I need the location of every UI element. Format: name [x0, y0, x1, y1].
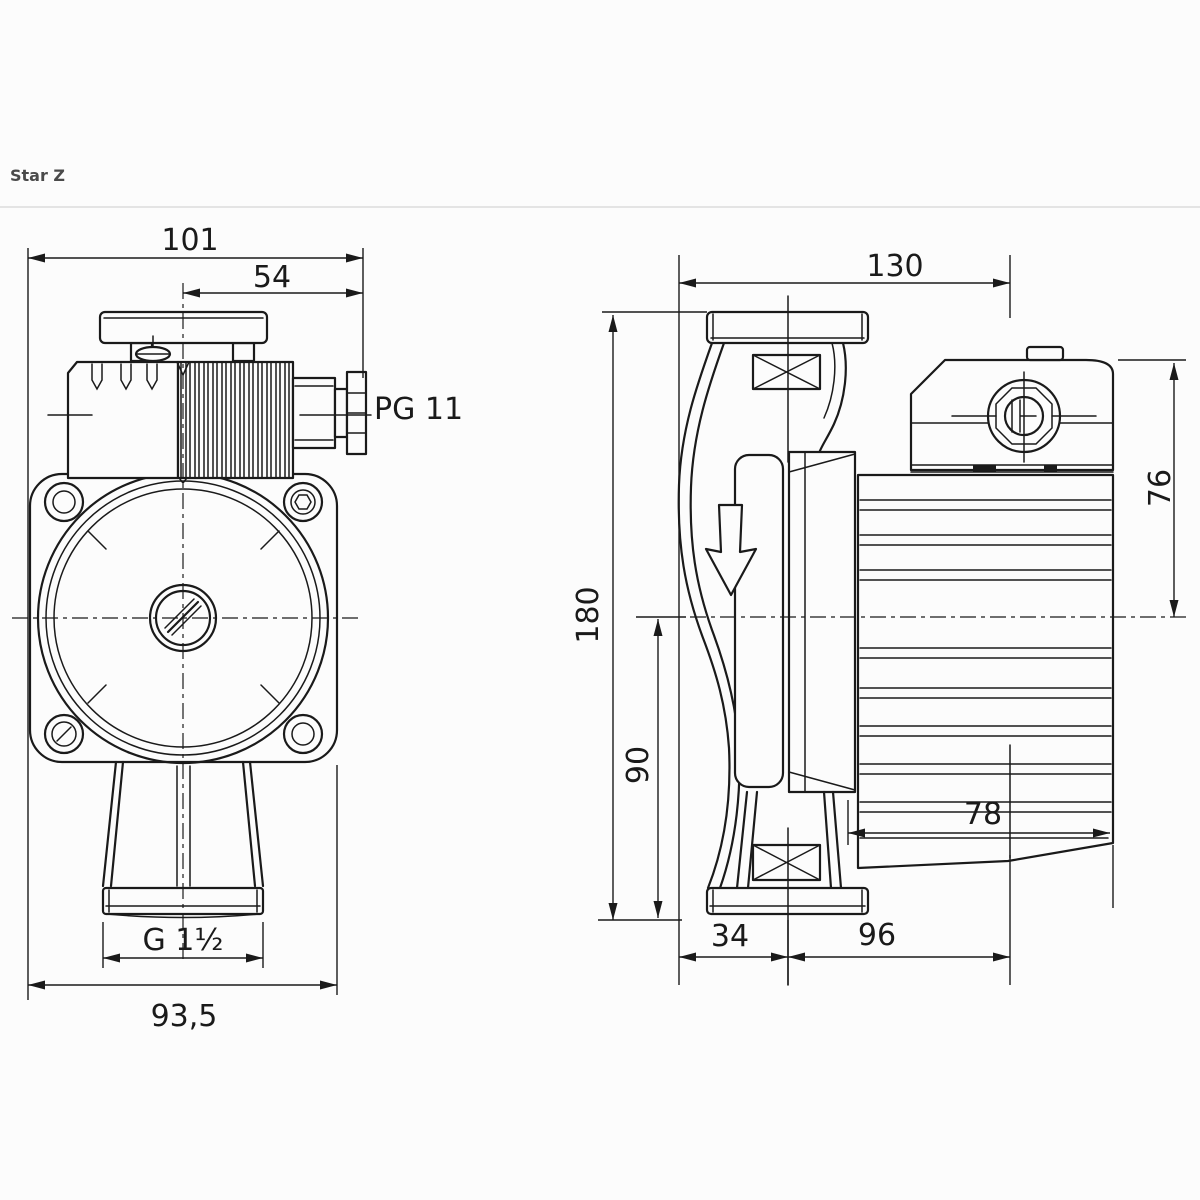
corner-bolt-bottom-left — [43, 713, 85, 755]
dim-body-width: 93,5 — [151, 999, 218, 1034]
dim-flange-offset: 34 — [711, 919, 749, 954]
dim-overall-width: 101 — [161, 223, 218, 258]
corner-bolt-top-left — [43, 481, 85, 523]
label-cable-gland: PG 11 — [374, 392, 463, 427]
dim-axis-to-base: 90 — [621, 746, 656, 784]
header-divider — [0, 206, 1200, 208]
side-terminal-box — [909, 345, 1115, 473]
dim-center-to-gland: 54 — [253, 260, 291, 295]
corner-bolt-bottom-right — [282, 713, 324, 755]
label-thread: G 1½ — [143, 923, 224, 958]
front-cable-gland — [291, 370, 368, 456]
side-volute — [733, 453, 785, 789]
front-terminal-box — [66, 360, 180, 480]
dim-depth: 130 — [866, 249, 923, 284]
flow-direction-arrow — [704, 503, 758, 597]
dim-axis-to-box-top: 76 — [1143, 469, 1178, 507]
dim-overall-height: 180 — [571, 586, 606, 643]
dimensions: 101 54 PG 11 G 1½ 93,5 130 76 180 90 78 … — [27, 223, 1186, 1034]
page-title: Star Z — [10, 166, 66, 185]
side-motor — [856, 473, 1115, 870]
corner-bolt-top-right — [282, 481, 324, 523]
side-view — [677, 295, 1186, 986]
speed-selector-knob — [98, 310, 269, 363]
front-view — [12, 283, 372, 962]
side-mount-band — [787, 450, 857, 794]
dim-motor-overhang: 96 — [858, 918, 896, 953]
dim-motor-length: 78 — [964, 797, 1002, 832]
